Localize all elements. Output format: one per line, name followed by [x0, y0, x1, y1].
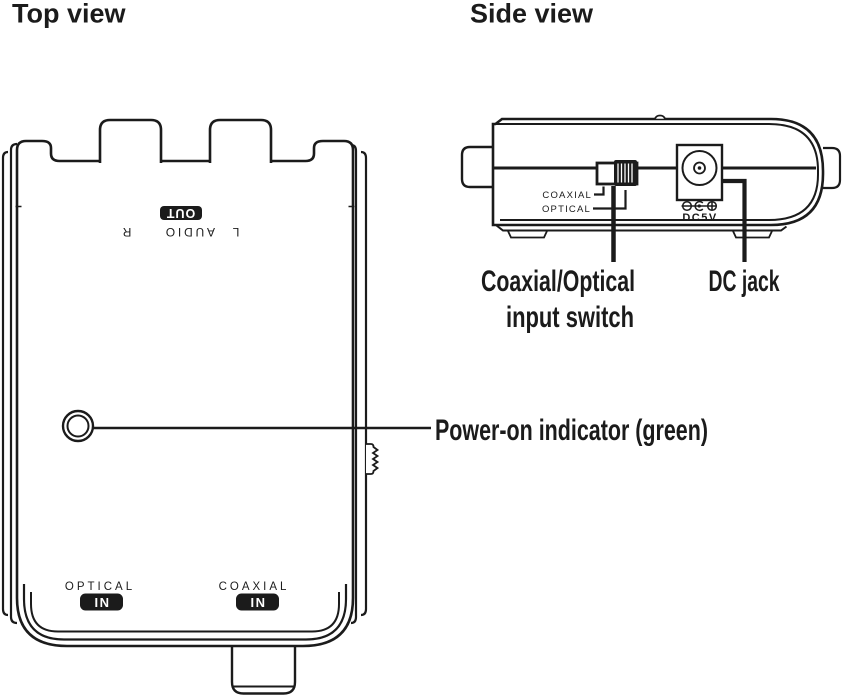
channel-left-label: L	[232, 225, 239, 239]
input-switch-annotation-line1: Coaxial/Optical	[481, 265, 635, 298]
left-foot	[507, 230, 548, 239]
top-view-drawing: L AUDIO R OUT OPTICAL IN COAXIAL IN	[1, 118, 380, 695]
side-view-body-outline	[491, 117, 825, 227]
base-plate-line	[495, 224, 788, 232]
coaxial-pointer-line	[594, 186, 605, 196]
audio-out-printing: L AUDIO R OUT	[122, 206, 239, 239]
side-right-tab	[823, 146, 842, 190]
optical-in-badge	[80, 593, 123, 611]
optical-label: OPTICAL	[65, 581, 135, 593]
coaxial-label: COAXIAL	[219, 581, 290, 593]
out-badge	[160, 206, 202, 220]
power-indicator-led-inner	[66, 414, 90, 438]
coaxial-in-badge-label: IN	[251, 595, 267, 610]
left-flange-inner-line	[9, 142, 18, 625]
bottom-connector	[230, 644, 297, 695]
side-rca-jack	[460, 145, 495, 189]
dc5v-label: DC5V	[682, 212, 717, 224]
dc-jack-pin	[697, 166, 702, 170]
rca-jack-right	[208, 118, 273, 163]
optical-pointer-line	[593, 190, 627, 210]
side-view-heading: Side view	[470, 0, 594, 29]
audio-label: AUDIO	[163, 225, 215, 239]
top-edge-nub	[654, 114, 666, 120]
power-indicator-led-outer	[61, 409, 95, 443]
top-view-heading: Top view	[12, 0, 127, 29]
switch-optical-label: OPTICAL	[542, 204, 591, 215]
top-view-body-outline	[15, 139, 355, 648]
dc-jack-leader-line	[722, 178, 747, 262]
out-badge-label: OUT	[166, 206, 195, 220]
dc-jack-barrel	[681, 150, 718, 186]
slide-switch-top-view	[366, 443, 380, 475]
side-view-drawing: COAXIAL OPTICAL DC5V	[460, 114, 842, 239]
dc-jack-pin-ring	[693, 161, 706, 175]
input-switch-annotation-line2: input switch	[506, 301, 634, 334]
dc-jack-plate	[675, 143, 724, 202]
dc-jack-annotation: DC jack	[709, 265, 780, 298]
channel-right-label: R	[122, 225, 131, 239]
right-flange-outer-line	[360, 150, 368, 617]
bottom-inner-line-2	[30, 592, 340, 633]
polarity-icon	[681, 200, 718, 212]
bottom-inner-line-1	[22, 584, 348, 641]
rca-jack-left	[98, 118, 163, 163]
coaxial-in-badge	[236, 593, 279, 611]
power-indicator-annotation: Power-on indicator (green)	[435, 414, 708, 447]
right-foot	[732, 230, 773, 239]
switch-coaxial-label: COAXIAL	[542, 190, 592, 201]
optical-in-badge-label: IN	[95, 595, 111, 610]
side-view-inner-line	[494, 123, 819, 221]
input-switch-knob-ridges	[617, 163, 633, 183]
left-flange-outer-line	[1, 150, 9, 617]
